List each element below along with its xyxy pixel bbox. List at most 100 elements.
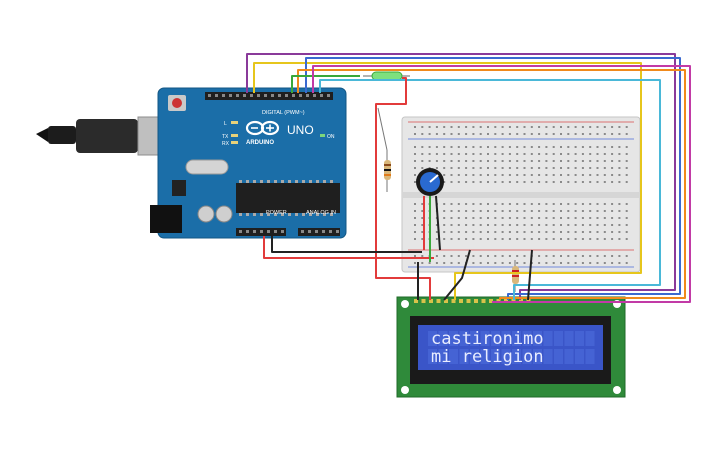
- chip-pin: [253, 180, 256, 183]
- breadboard-hole: [479, 255, 482, 257]
- breadboard-hole: [516, 153, 519, 155]
- breadboard-hole: [508, 231, 511, 233]
- breadboard-hole: [494, 146, 497, 148]
- breadboard-hole: [611, 153, 614, 155]
- header-pin: [306, 94, 309, 97]
- chip-pin: [302, 213, 305, 216]
- breadboard-hole: [435, 224, 438, 226]
- breadboard-hole: [538, 181, 541, 183]
- chip-pin: [239, 180, 242, 183]
- header-pin: [260, 230, 263, 233]
- breadboard-hole: [501, 153, 504, 155]
- breadboard-hole: [501, 146, 504, 148]
- breadboard-hole: [457, 210, 460, 212]
- header-pin: [308, 230, 311, 233]
- chip-pin: [302, 180, 305, 183]
- breadboard-hole: [472, 160, 475, 162]
- breadboard-hole: [574, 146, 577, 148]
- breadboard-hole: [603, 146, 606, 148]
- breadboard-hole: [516, 160, 519, 162]
- breadboard-hole: [479, 160, 482, 162]
- breadboard-hole: [501, 262, 504, 264]
- breadboard-hole: [625, 174, 628, 176]
- breadboard-hole: [574, 126, 577, 128]
- breadboard-hole: [618, 255, 621, 257]
- breadboard-hole: [487, 224, 489, 226]
- wire-yellow: [253, 62, 642, 300]
- breadboard-hole: [450, 133, 453, 135]
- chip-pin: [330, 213, 333, 216]
- breadboard-hole: [472, 255, 475, 257]
- breadboard-hole: [574, 174, 577, 176]
- breadboard-hole: [625, 203, 628, 205]
- breadboard-hole: [450, 224, 453, 226]
- breadboard-hole: [421, 255, 424, 257]
- breadboard-hole: [494, 153, 497, 155]
- breadboard-hole: [545, 238, 548, 240]
- breadboard-hole: [552, 203, 555, 205]
- breadboard-hole: [435, 126, 438, 128]
- breadboard-hole: [581, 167, 584, 169]
- chip-pin: [260, 213, 263, 216]
- breadboard-hole: [501, 217, 504, 219]
- breadboard-hole: [589, 146, 592, 148]
- breadboard-hole: [421, 167, 424, 169]
- lcd-cell: [512, 349, 521, 364]
- breadboard-hole: [443, 203, 446, 205]
- breadboard-hole: [428, 167, 431, 169]
- breadboard-hole: [516, 167, 519, 169]
- breadboard-hole: [611, 255, 614, 257]
- breadboard-hole: [414, 255, 416, 257]
- breadboard-hole: [596, 210, 599, 212]
- breadboard-hole: [443, 167, 446, 169]
- breadboard-hole: [472, 133, 475, 135]
- breadboard-hole: [523, 231, 526, 233]
- breadboard-hole: [574, 167, 577, 169]
- potentiometer[interactable]: [416, 168, 444, 196]
- led: [363, 71, 410, 81]
- breadboard-hole: [516, 224, 519, 226]
- breadboard-hole: [581, 262, 584, 264]
- breadboard-hole: [523, 181, 526, 183]
- breadboard-hole: [552, 224, 555, 226]
- breadboard-hole: [465, 167, 468, 169]
- lcd-cell: [438, 349, 448, 364]
- lcd-pin: [429, 299, 433, 303]
- lcd-cell: [459, 349, 469, 364]
- breadboard-hole: [516, 181, 519, 183]
- lcd-16x2: castironimo mi religion: [396, 296, 626, 398]
- breadboard-hole: [523, 153, 526, 155]
- breadboard-hole: [435, 146, 438, 148]
- lcd-pin: [466, 299, 471, 303]
- breadboard-hole: [435, 153, 438, 155]
- breadboard-hole: [538, 174, 541, 176]
- breadboard-hole: [589, 174, 592, 176]
- breadboard-hole: [552, 174, 555, 176]
- breadboard-hole: [487, 174, 489, 176]
- breadboard-hole: [494, 262, 497, 264]
- breadboard-hole: [457, 262, 460, 264]
- breadboard-hole: [487, 231, 489, 233]
- breadboard-hole: [487, 255, 489, 257]
- breadboard-hole: [421, 262, 424, 264]
- breadboard-hole: [516, 203, 519, 205]
- chip-pin: [267, 180, 270, 183]
- power-label: POWER: [266, 210, 287, 216]
- breadboard-hole: [414, 133, 416, 135]
- breadboard-hole: [552, 210, 555, 212]
- breadboard-hole: [596, 203, 599, 205]
- breadboard-hole: [414, 203, 416, 205]
- breadboard-hole: [589, 203, 592, 205]
- header-pin: [253, 230, 256, 233]
- breadboard-hole: [530, 224, 533, 226]
- atmega-chip: [236, 183, 340, 213]
- breadboard-hole: [494, 167, 497, 169]
- breadboard-hole: [414, 153, 416, 155]
- breadboard-hole: [516, 262, 519, 264]
- breadboard-hole: [450, 210, 453, 212]
- breadboard-hole: [581, 224, 584, 226]
- breadboard-hole: [501, 210, 504, 212]
- breadboard-hole: [581, 203, 584, 205]
- breadboard-hole: [574, 255, 577, 257]
- breadboard-hole: [574, 153, 577, 155]
